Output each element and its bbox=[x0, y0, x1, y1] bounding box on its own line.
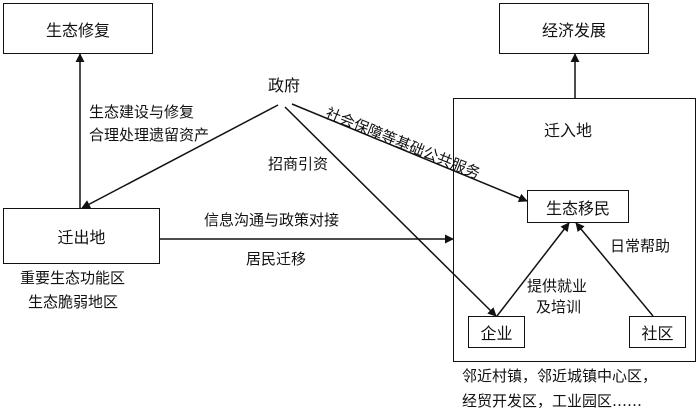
node-emigration-area: 迁出地 bbox=[3, 208, 160, 264]
node-enterprise-label: 企业 bbox=[480, 324, 513, 343]
edge-label-daily-help: 日常帮助 bbox=[610, 237, 671, 255]
arrow-government-to-emigration bbox=[81, 104, 279, 209]
arrow-government-to-eco-migrants bbox=[291, 103, 528, 203]
immigration-region bbox=[453, 98, 696, 362]
edge-label-investment: 招商引资 bbox=[268, 155, 329, 173]
note-immigration-1: 邻近村镇，邻近城镇中心区， bbox=[462, 367, 658, 385]
edge-label-jobs-1: 提供就业 bbox=[527, 277, 588, 295]
node-immigration-area: 迁入地 bbox=[544, 121, 593, 140]
note-emigration-2: 生态脆弱地区 bbox=[28, 293, 119, 311]
arrow-government-to-enterprise bbox=[284, 106, 497, 317]
node-eco-restore-label: 生态修复 bbox=[45, 20, 110, 40]
node-eco-migrants: 生态移民 bbox=[527, 190, 629, 223]
node-community: 社区 bbox=[629, 316, 686, 348]
edge-label-eco-build-1: 生态建设与修复 bbox=[89, 103, 195, 121]
node-enterprise: 企业 bbox=[468, 316, 525, 348]
edge-label-eco-build-2: 合理处理遗留资产 bbox=[89, 126, 210, 144]
node-econ-dev-label: 经济发展 bbox=[541, 20, 606, 40]
note-immigration-2: 经贸开发区，工业园区…… bbox=[462, 392, 643, 410]
edge-label-jobs-2: 及培训 bbox=[536, 298, 582, 316]
node-community-label: 社区 bbox=[641, 324, 674, 343]
node-eco-restore: 生态修复 bbox=[3, 3, 153, 54]
node-emigration-area-label: 迁出地 bbox=[57, 228, 106, 247]
node-econ-dev: 经济发展 bbox=[499, 3, 649, 54]
node-eco-migrants-label: 生态移民 bbox=[545, 198, 610, 218]
node-government: 政府 bbox=[268, 76, 301, 95]
edge-label-info-policy: 信息沟通与政策对接 bbox=[204, 211, 340, 229]
arrow-community-to-eco-migrants bbox=[575, 222, 654, 317]
arrow-enterprise-to-eco-migrants bbox=[496, 222, 570, 317]
edge-label-resident-migration: 居民迁移 bbox=[246, 250, 307, 268]
note-emigration-1: 重要生态功能区 bbox=[20, 269, 126, 287]
